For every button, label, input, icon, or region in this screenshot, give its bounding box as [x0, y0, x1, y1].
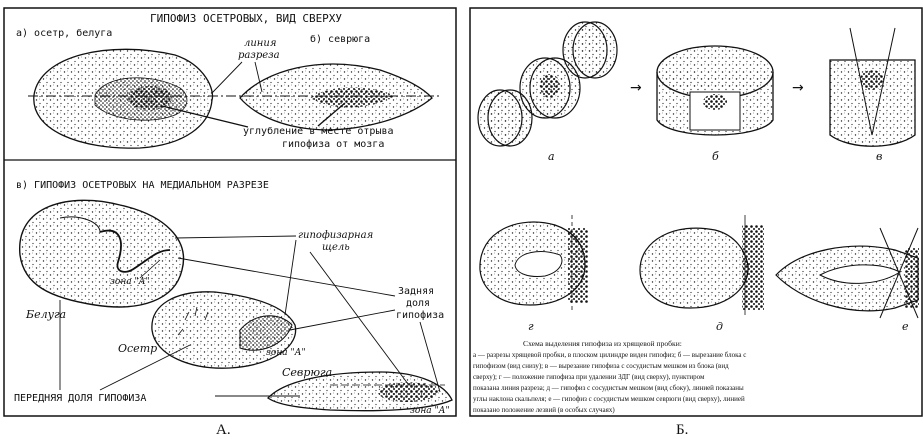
caption-line-5: углы наклона скальпеля; е — гипофиз с со… — [473, 395, 745, 403]
figure-e-label: е — [902, 320, 909, 333]
figure-b-block — [657, 46, 773, 135]
caption-line-6: показано положение лезвий (в особых случ… — [473, 406, 615, 414]
depression-label-1: углубление в месте отрыва — [243, 125, 394, 137]
cut-line-label-2: разреза — [238, 50, 280, 61]
stellate-label: Севрюга — [282, 366, 332, 379]
sturgeon-label: Осетр — [118, 342, 157, 355]
zone-a-label-3: зона "А" — [410, 406, 450, 416]
caption-title: Схема выделения гипофиза из хрящевой про… — [523, 339, 682, 348]
figure-v-label: в — [876, 150, 882, 163]
anterior-lobe-label: ПЕРЕДНЯЯ ДОЛЯ ГИПОФИЗА — [14, 393, 146, 404]
figure-d-label: д — [716, 320, 723, 333]
caption-line-3: сверху); г — положение гипофиза при удал… — [473, 373, 705, 381]
arrow-2: → — [792, 80, 804, 96]
posterior-lobe-label-3: гипофиза — [396, 309, 444, 321]
label-stellate: б) севрюга — [310, 33, 370, 45]
caption-line-4: показана линия разреза; д — гипофиз с со… — [473, 384, 744, 392]
label-sturgeon-beluga: а) осетр, белуга — [16, 27, 112, 39]
depression-label-2: гипофиза от мозга — [282, 138, 384, 150]
arrow-1: → — [630, 80, 642, 96]
panel-a: ГИПОФИЗ ОСЕТРОВЫХ, ВИД СВЕРХУ а) осетр, … — [4, 8, 456, 416]
panel-a-title: ГИПОФИЗ ОСЕТРОВЫХ, ВИД СВЕРХУ — [150, 12, 342, 25]
panel-label-right: Б. — [676, 422, 688, 438]
zone-a-label-1: зона "А" — [110, 277, 150, 287]
cut-line-label-1: линия — [244, 38, 276, 49]
panel-b: а → б → в г — [470, 8, 922, 416]
section-title: в) ГИПОФИЗ ОСЕТРОВЫХ НА МЕДИАЛЬНОМ РАЗРЕ… — [16, 180, 269, 191]
posterior-lobe-label-2: доля — [406, 298, 430, 309]
pituitary-cleft-label-2: щель — [322, 242, 350, 253]
zone-a-label-2: зона "А" — [266, 348, 306, 358]
top-view-beluga-organ — [34, 49, 213, 148]
caption-line-1: а — разрезы хрящевой пробки, в плоском ц… — [473, 351, 746, 359]
panel-label-left: А. — [216, 422, 231, 438]
figure-a-label: а — [548, 150, 555, 163]
figure-b-label: б — [712, 150, 719, 163]
figure-g-label: г — [528, 320, 534, 333]
posterior-lobe-label-1: Задняя — [398, 286, 434, 297]
pituitary-cleft-label-1: гипофизарная — [298, 230, 373, 241]
caption-line-2: гипофизом (вид снизу); в — вырезание гип… — [473, 362, 729, 370]
